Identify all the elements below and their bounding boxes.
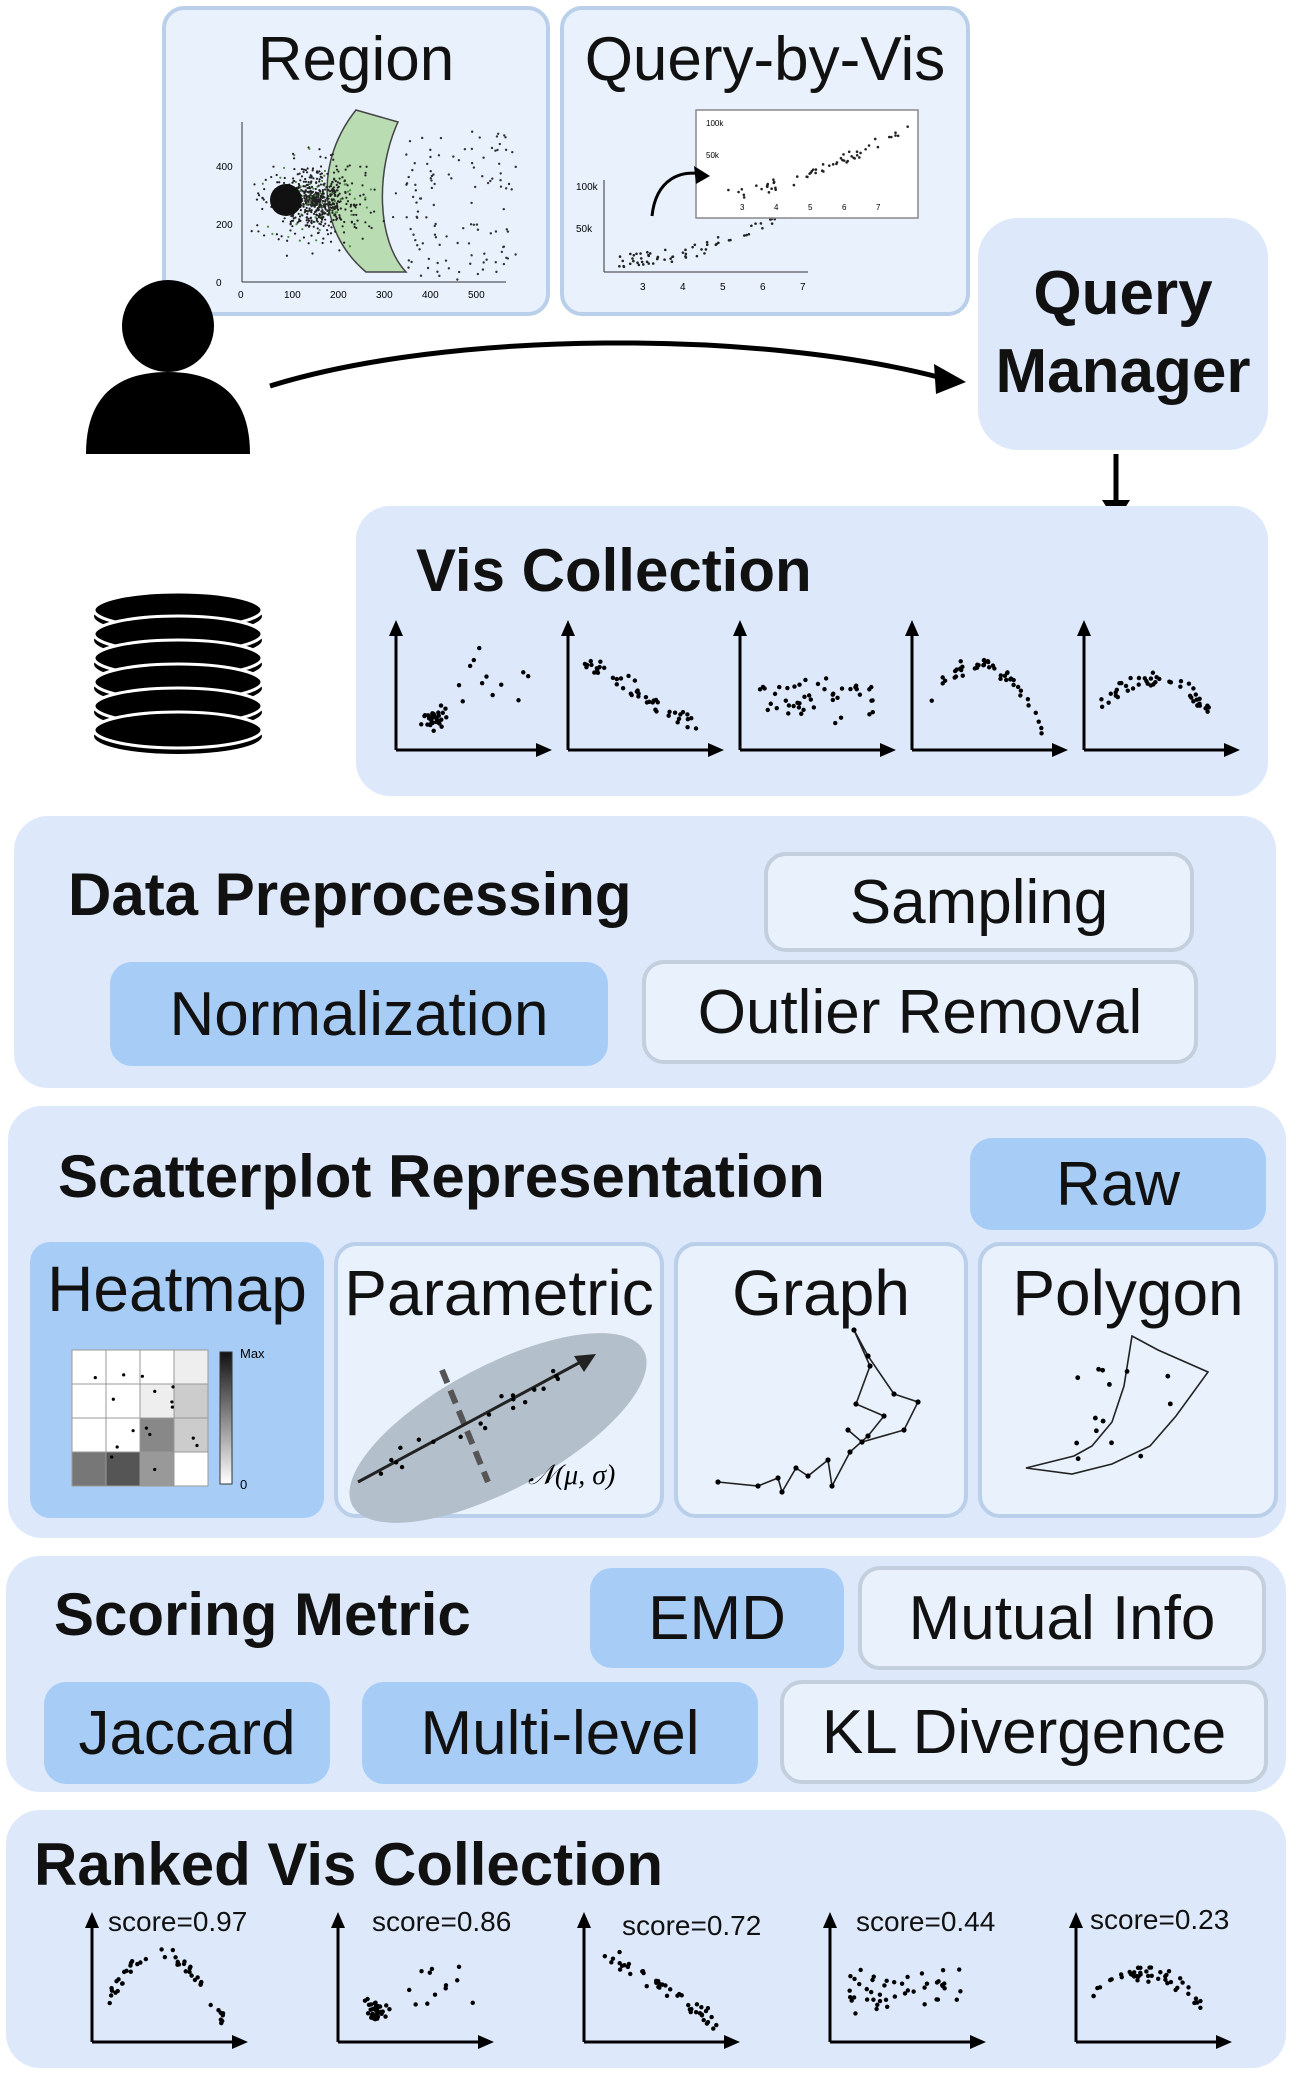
svg-text:4: 4 — [680, 282, 686, 293]
raw-option[interactable]: Raw — [970, 1138, 1266, 1230]
svg-text:50k: 50k — [706, 151, 720, 160]
sampling-option[interactable]: Sampling — [764, 852, 1194, 952]
heatmap-label: Heatmap — [47, 1253, 307, 1325]
vis-collection-title: Vis Collection — [416, 537, 812, 604]
multi-level-option[interactable]: Multi-level — [362, 1682, 758, 1784]
database-icon — [92, 590, 264, 754]
svg-text:400: 400 — [422, 290, 439, 301]
ranked-thumbnail-1 — [85, 1912, 248, 2049]
svg-text:5: 5 — [720, 282, 726, 293]
svg-text:0: 0 — [216, 278, 222, 289]
scoring-metric-panel: Scoring Metric EMD Mutual Info Jaccard M… — [6, 1556, 1286, 1792]
parametric-label: Parametric — [344, 1257, 654, 1329]
outlier-removal-option[interactable]: Outlier Removal — [642, 960, 1198, 1064]
user-icon — [86, 280, 250, 454]
heatmap-scale-max: Max — [240, 1346, 265, 1361]
svg-text:500: 500 — [468, 290, 485, 301]
scatterplot-representation-panel: Scatterplot Representation Raw Heatmap M… — [8, 1106, 1286, 1538]
emd-option[interactable]: EMD — [590, 1568, 844, 1668]
svg-text:0: 0 — [238, 290, 244, 301]
data-preprocessing-panel: Data Preprocessing Sampling Normalizatio… — [14, 816, 1276, 1088]
ranked-score-2: score=0.86 — [372, 1906, 512, 1937]
jaccard-option[interactable]: Jaccard — [44, 1682, 330, 1784]
scoring-metric-title: Scoring Metric — [54, 1581, 471, 1648]
vis-thumbnail-2 — [561, 620, 724, 757]
svg-text:50k: 50k — [576, 224, 593, 235]
vis-thumbnail-5 — [1077, 620, 1240, 757]
region-scatterplot: 0 100 200 300 400 500 0 200 400 — [216, 109, 517, 301]
polygon-diagram — [1025, 1334, 1210, 1475]
graph-label: Graph — [732, 1257, 910, 1329]
region-query-card[interactable]: Region 0 100 200 300 400 500 0 200 400 — [162, 6, 550, 316]
vis-thumbnail-3 — [733, 620, 896, 757]
heatmap-scale-min: 0 — [240, 1477, 247, 1492]
parametric-diagram: 𝒩(μ, σ) — [349, 1333, 647, 1523]
vis-thumbnail-4 — [905, 620, 1068, 757]
query-manager-line1: Query — [1033, 259, 1213, 328]
ranked-score-3: score=0.72 — [622, 1910, 762, 1941]
svg-text:4: 4 — [774, 203, 779, 212]
ranked-score-1: score=0.97 — [108, 1906, 248, 1937]
normalization-option[interactable]: Normalization — [110, 962, 608, 1066]
svg-text:300: 300 — [376, 290, 393, 301]
arrow-right-icon — [269, 340, 966, 394]
ranked-vis-collection-title: Ranked Vis Collection — [34, 1831, 664, 1898]
heatmap-option[interactable]: Heatmap Max 0 — [30, 1242, 324, 1518]
svg-text:3: 3 — [640, 282, 646, 293]
ranked-vis-thumbnails — [85, 1912, 1232, 2049]
parametric-formula: 𝒩(μ, σ) — [528, 1460, 615, 1491]
svg-text:100k: 100k — [706, 119, 724, 128]
kl-divergence-option[interactable]: KL Divergence — [780, 1680, 1268, 1784]
scatterplot-representation-title: Scatterplot Representation — [58, 1143, 825, 1210]
query-manager-line2: Manager — [995, 337, 1251, 406]
parametric-option[interactable]: Parametric 𝒩(μ, σ) — [334, 1242, 664, 1523]
query-by-vis-label: Query-by-Vis — [584, 25, 946, 94]
ranked-thumbnail-2 — [331, 1912, 494, 2049]
svg-text:6: 6 — [842, 203, 847, 212]
vis-thumbnail-1 — [389, 620, 552, 757]
graph-option[interactable]: Graph — [674, 1242, 968, 1518]
vis-collection-thumbnails — [389, 620, 1240, 757]
polygon-label: Polygon — [1012, 1257, 1244, 1329]
polygon-option[interactable]: Polygon — [978, 1242, 1278, 1518]
heatmap-color-scale — [219, 1351, 233, 1485]
svg-text:100: 100 — [284, 290, 301, 301]
ranked-vis-collection-panel: Ranked Vis Collection score=0.97 score=0… — [6, 1810, 1286, 2068]
svg-text:100k: 100k — [576, 182, 599, 193]
svg-text:200: 200 — [330, 290, 347, 301]
ranked-thumbnail-3 — [577, 1912, 740, 2049]
svg-text:3: 3 — [740, 203, 745, 212]
svg-text:200: 200 — [216, 220, 233, 231]
ranked-thumbnail-5 — [1069, 1912, 1232, 2049]
graph-diagram — [715, 1327, 921, 1495]
heatmap-diagram: Max 0 — [71, 1346, 265, 1492]
query-by-vis-card[interactable]: Query-by-Vis 3 4 5 6 7 50k 100k 3 4 5 6 7 50k 100k — [560, 6, 970, 316]
query-manager-box[interactable]: Query Manager — [978, 218, 1268, 450]
svg-text:7: 7 — [876, 203, 881, 212]
mutual-info-option[interactable]: Mutual Info — [858, 1566, 1266, 1670]
region-label: Region — [257, 25, 455, 94]
svg-text:6: 6 — [760, 282, 766, 293]
svg-text:400: 400 — [216, 162, 233, 173]
ranked-thumbnail-4 — [823, 1912, 986, 2049]
svg-text:7: 7 — [800, 282, 806, 293]
vis-collection-panel: Vis Collection — [356, 506, 1268, 796]
svg-text:5: 5 — [808, 203, 813, 212]
query-by-vis-sketch: 3 4 5 6 7 50k 100k 3 4 5 6 7 50k 100k — [576, 109, 919, 293]
data-preprocessing-title: Data Preprocessing — [68, 861, 632, 928]
ranked-score-4: score=0.44 — [856, 1906, 996, 1937]
ranked-score-5: score=0.23 — [1090, 1904, 1230, 1935]
